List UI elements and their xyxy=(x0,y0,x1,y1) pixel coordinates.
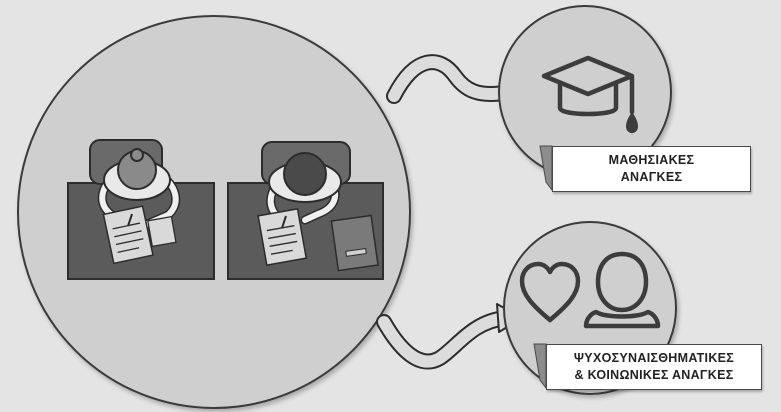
arrow-to-socioemotional xyxy=(384,304,522,362)
learning-needs-line1: ΜΑΘΗΣΙΑΚΕΣ xyxy=(609,152,695,169)
socioemotional-needs-line1: ΨΥΧΟΣΥΝΑΙΣΘΗΜΑΤΙΚΕΣ xyxy=(574,350,734,367)
learning-needs-label: ΜΑΘΗΣΙΑΚΕΣ ΑΝΑΓΚΕΣ xyxy=(552,146,751,192)
socioemotional-needs-line2: & ΚΟΙΝΩΝΙΚΕΣ ΑΝΑΓΚΕΣ xyxy=(574,367,733,384)
learning-needs-line2: ΑΝΑΓΚΕΣ xyxy=(621,169,683,186)
socioemotional-needs-label: ΨΥΧΟΣΥΝΑΙΣΘΗΜΑΤΙΚΕΣ & ΚΟΙΝΩΝΙΚΕΣ ΑΝΑΓΚΕΣ xyxy=(546,344,762,390)
